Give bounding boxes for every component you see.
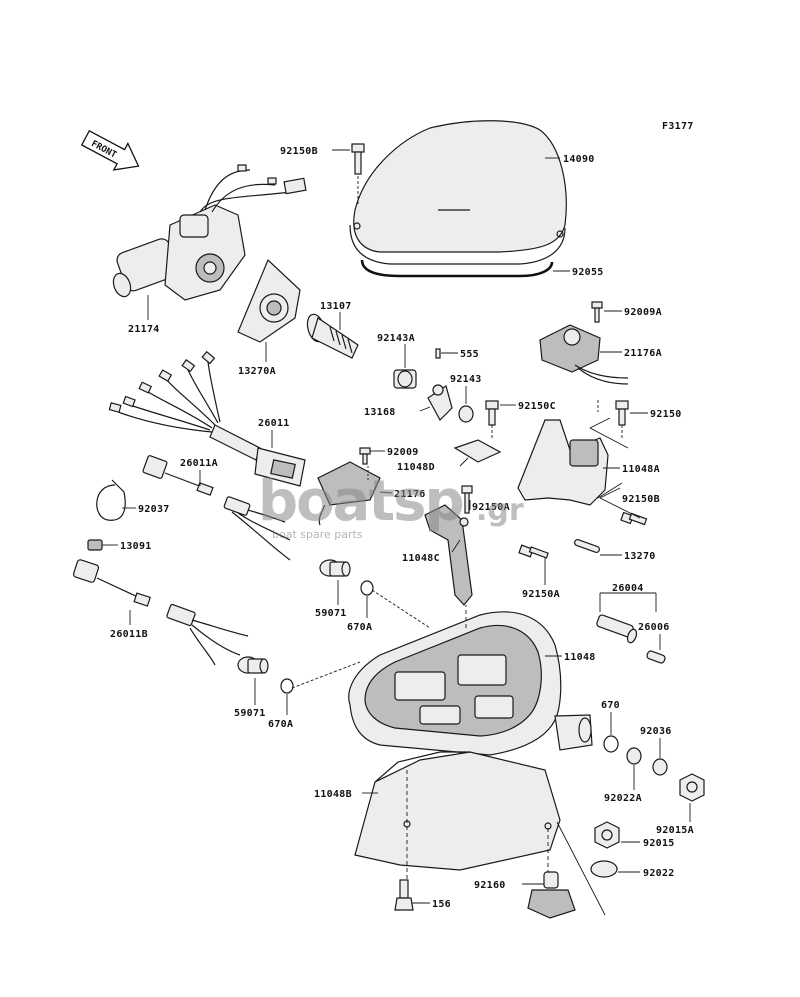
label-92143: 92143 — [450, 374, 482, 385]
bracket-plate-11048B — [354, 751, 561, 871]
label-92150B-right: 92150B — [622, 494, 660, 505]
lever-11048C — [424, 504, 473, 606]
label-670: 670 — [601, 700, 620, 711]
actuator-motor-21174 — [112, 164, 307, 301]
label-555: 555 — [460, 349, 479, 360]
bracket-11048A — [517, 419, 609, 506]
bolt-92009 — [359, 447, 371, 465]
bolt-92150B-right — [620, 511, 648, 526]
label-26011A: 26011A — [180, 458, 218, 469]
washer-92036 — [652, 758, 668, 776]
figure-code: F3177 — [662, 121, 694, 132]
label-14090: 14090 — [563, 154, 595, 165]
label-92015: 92015 — [643, 838, 675, 849]
label-21176A: 21176A — [624, 348, 662, 359]
bolt-92150-right — [615, 400, 629, 426]
spacer-92143A — [393, 369, 417, 389]
label-92150A-mid: 92150A — [472, 502, 510, 513]
watermark: boatsp .gr boat spare parts — [258, 469, 524, 541]
shaft-13107 — [306, 313, 359, 359]
oring-670A-upper — [360, 580, 374, 596]
washer-92022A — [626, 747, 642, 765]
leader-lines — [102, 149, 691, 916]
nut-92015 — [594, 821, 620, 849]
control-unit-21176A — [539, 324, 629, 385]
label-92015A: 92015A — [656, 825, 694, 836]
oring-670A-lower — [280, 678, 294, 694]
watermark-tagline: boat spare parts — [272, 528, 363, 541]
oring-670 — [603, 735, 619, 753]
label-13168: 13168 — [364, 407, 396, 418]
label-13107: 13107 — [320, 301, 352, 312]
label-156: 156 — [432, 899, 451, 910]
label-92009: 92009 — [387, 447, 419, 458]
bolt-92150B-top — [351, 143, 365, 205]
fitting-59071-upper — [319, 559, 351, 577]
label-59071-upper: 59071 — [315, 608, 347, 619]
label-670A-lower: 670A — [268, 719, 293, 730]
label-92150C: 92150C — [518, 401, 556, 412]
pin-26006 — [646, 650, 666, 664]
mount-92160 — [527, 871, 576, 919]
harness-26011B — [72, 559, 249, 666]
watermark-suffix: .gr — [476, 493, 524, 528]
bracket-11048D — [453, 439, 502, 463]
bolt-92009A — [591, 301, 603, 323]
clip-13091 — [87, 539, 103, 551]
label-11048: 11048 — [564, 652, 596, 663]
label-92150B: 92150B — [280, 146, 318, 157]
label-21174: 21174 — [128, 324, 160, 335]
label-92036: 92036 — [640, 726, 672, 737]
label-26004: 26004 — [612, 583, 644, 594]
front-arrow-icon: FRONT — [80, 129, 140, 171]
label-92160: 92160 — [474, 880, 506, 891]
bolt-92150A-low — [518, 544, 549, 559]
label-26011B: 26011B — [110, 629, 148, 640]
label-11048D: 11048D — [397, 462, 435, 473]
fitting-59071-lower — [237, 656, 269, 674]
label-13091: 13091 — [120, 541, 152, 552]
label-92150A-low: 92150A — [522, 589, 560, 600]
washer-92143 — [458, 405, 474, 423]
label-11048B: 11048B — [314, 789, 352, 800]
pin-555 — [435, 348, 441, 359]
label-11048A: 11048A — [622, 464, 660, 475]
label-92022A: 92022A — [604, 793, 642, 804]
pin-13270 — [574, 538, 600, 554]
label-92143A: 92143A — [377, 333, 415, 344]
label-670A-upper: 670A — [347, 622, 372, 633]
label-26011: 26011 — [258, 418, 290, 429]
connector-26011A — [142, 455, 291, 561]
cable-tie-92037 — [96, 479, 126, 521]
bolt-92150A-mid — [461, 485, 473, 514]
part-labels: 92150B 14090 92055 21174 13107 13270A 92… — [110, 146, 694, 910]
harness-26011 — [108, 350, 306, 487]
housing-11048 — [348, 611, 593, 756]
lever-13168 — [427, 384, 453, 421]
plate-13270A — [237, 258, 301, 343]
label-59071-lower: 59071 — [234, 708, 266, 719]
label-92150: 92150 — [650, 409, 682, 420]
seal-92055 — [360, 259, 554, 278]
washer-92022 — [590, 860, 618, 878]
nut-92015A — [679, 773, 705, 802]
label-92055: 92055 — [572, 267, 604, 278]
label-92037: 92037 — [138, 504, 170, 515]
label-21176: 21176 — [394, 489, 426, 500]
label-13270: 13270 — [624, 551, 656, 562]
cover-14090 — [349, 120, 567, 265]
bolt-92150C — [485, 400, 499, 426]
control-unit-21176 — [317, 461, 381, 526]
label-26006: 26006 — [638, 622, 670, 633]
label-92009A: 92009A — [624, 307, 662, 318]
label-92022: 92022 — [643, 868, 675, 879]
fitting-26004 — [596, 614, 638, 644]
watermark-brand: boatsp — [258, 469, 463, 534]
label-11048C: 11048C — [402, 553, 440, 564]
label-13270A: 13270A — [238, 366, 276, 377]
bolt-156 — [394, 879, 414, 911]
